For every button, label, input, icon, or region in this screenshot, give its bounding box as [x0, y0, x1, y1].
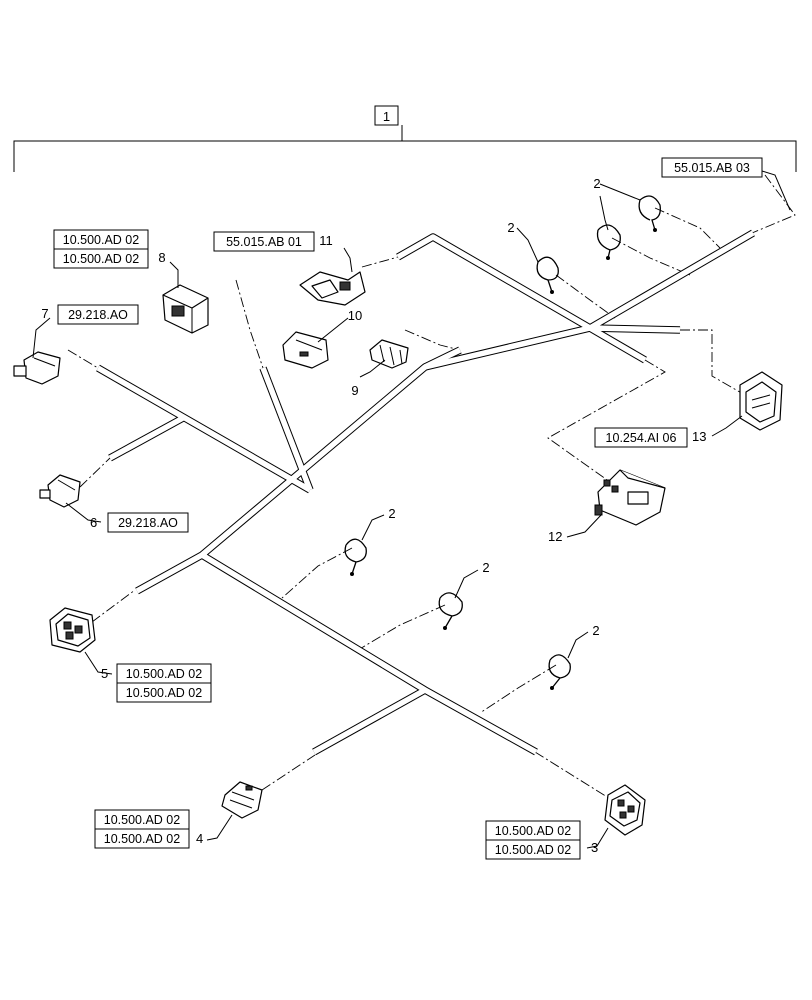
callout-2: 2 [482, 560, 489, 575]
reference-13: 10.254.AI 06 [606, 431, 677, 445]
callout-leaders [32, 170, 791, 849]
connector-8-icon [162, 284, 209, 334]
reference-5b: 10.500.AD 02 [126, 686, 202, 700]
connector-12-icon [594, 469, 666, 526]
connector-5-icon [49, 607, 96, 653]
connection-lines [67, 174, 796, 801]
harness-wires [96, 229, 755, 756]
cable-clip-icon [596, 224, 621, 260]
reference-8a: 10.500.AD 02 [63, 233, 139, 247]
reference-top-right: 55.015.AB 03 [674, 161, 750, 175]
cable-clip-icon [536, 256, 559, 294]
connector-3-icon [604, 784, 646, 836]
callout-10: 10 [348, 308, 362, 323]
assembly-bracket: 1 [13, 105, 797, 172]
reference-6: 29.218.AO [118, 516, 178, 530]
callout-12: 12 [548, 529, 562, 544]
cable-clip-icon [344, 538, 367, 576]
callout-11: 11 [319, 233, 333, 248]
reference-3a: 10.500.AD 02 [495, 824, 571, 838]
reference-boxes: 55.015.AB 03 55.015.AB 01 10.500.AD 02 1… [53, 157, 763, 860]
callout-5: 5 [101, 666, 108, 681]
reference-5a: 10.500.AD 02 [126, 667, 202, 681]
callout-3: 3 [591, 840, 598, 855]
callout-7: 7 [41, 306, 48, 321]
callout-1: 1 [383, 109, 390, 124]
callout-2: 2 [592, 623, 599, 638]
connector-10-icon [282, 331, 329, 369]
callout-2: 2 [388, 506, 395, 521]
callout-6: 6 [90, 515, 97, 530]
reference-8b: 10.500.AD 02 [63, 252, 139, 266]
reference-4b: 10.500.AD 02 [104, 832, 180, 846]
callout-2: 2 [593, 176, 600, 191]
reference-7: 29.218.AO [68, 308, 128, 322]
reference-3b: 10.500.AD 02 [495, 843, 571, 857]
callout-8: 8 [158, 250, 165, 265]
connector-7-icon [13, 351, 61, 385]
callout-numbers: 2 2 2 2 2 3 4 5 6 7 8 9 10 11 12 13 [41, 176, 706, 855]
cable-clip-icon [638, 195, 661, 232]
connector-9-icon [369, 339, 409, 369]
reference-4a: 10.500.AD 02 [104, 813, 180, 827]
connector-13-icon [739, 371, 783, 431]
connector-4-icon [221, 781, 263, 819]
connector-11-icon [299, 271, 366, 306]
connector-6-icon [39, 474, 81, 508]
cable-clip-icon [548, 654, 571, 690]
callout-13: 13 [692, 429, 706, 444]
callout-9: 9 [351, 383, 358, 398]
cable-clip-icon [438, 592, 463, 630]
reference-top-mid: 55.015.AB 01 [226, 235, 302, 249]
callout-2: 2 [507, 220, 514, 235]
callout-4: 4 [196, 831, 203, 846]
